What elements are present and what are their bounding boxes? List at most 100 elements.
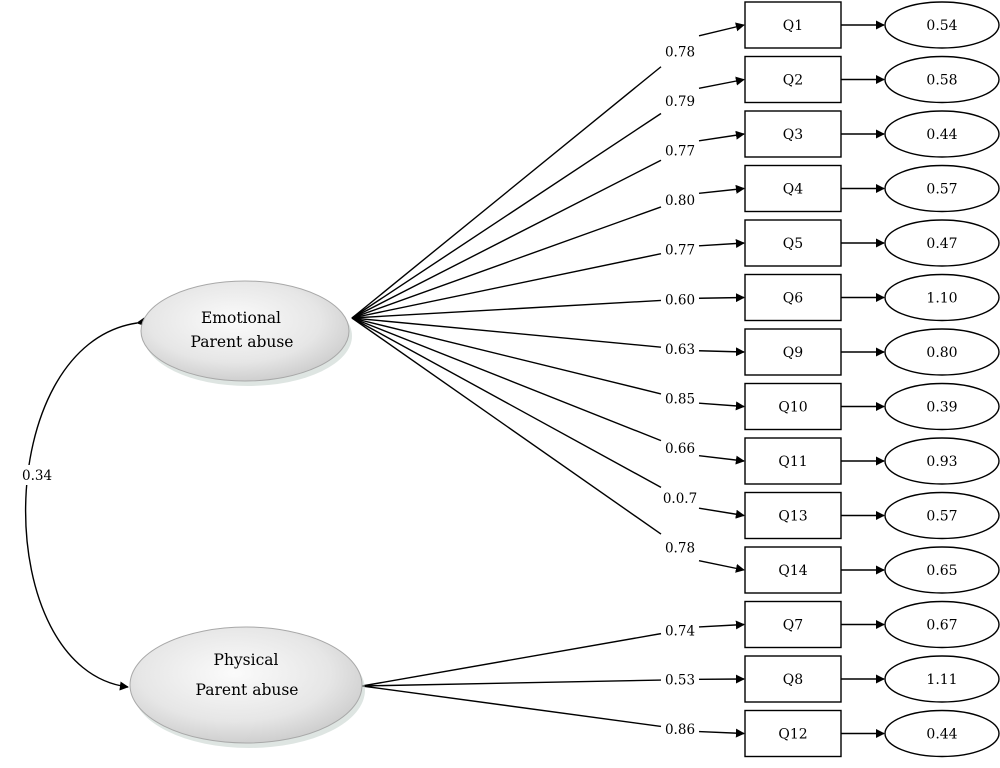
loading-arrow-q4 <box>698 184 745 194</box>
error-value-q6: 1.10 <box>926 291 957 307</box>
loading-label-q5: 0.77 <box>665 243 695 259</box>
error-value-q14: 0.65 <box>926 563 957 579</box>
error-ellipse-q13 <box>884 491 1000 540</box>
indicator-label-q11: Q11 <box>778 454 807 470</box>
error-value-q12: 0.44 <box>926 727 957 743</box>
loading-arrow-q2 <box>698 76 745 90</box>
indicator-label-q13: Q13 <box>778 509 807 525</box>
loading-label-q4: 0.80 <box>665 193 695 209</box>
indicator-label-q1: Q1 <box>783 18 803 34</box>
error-value-q5: 0.47 <box>926 236 957 252</box>
error-value-q4: 0.57 <box>926 182 957 198</box>
indicator-box-q10 <box>744 382 842 431</box>
latent-physical: Physical Parent abuse <box>129 626 365 748</box>
loading-label-q1: 0.78 <box>665 44 695 60</box>
loading-label-q7: 0.74 <box>665 623 695 639</box>
loading-label-q13: 0.0.7 <box>663 491 697 507</box>
loading-path-q10 <box>351 317 662 395</box>
loading-arrow-q6 <box>698 293 745 303</box>
error-ellipse-q3 <box>884 110 1000 158</box>
indicator-label-q8: Q8 <box>783 672 803 688</box>
loading-label-q12: 0.86 <box>665 722 695 738</box>
loading-path-q3 <box>351 159 662 319</box>
indicator-label-q14: Q14 <box>778 563 807 579</box>
error-ellipse-q10 <box>884 382 1000 431</box>
error-ellipse-q6 <box>884 273 1000 322</box>
error-ellipse-q7 <box>884 600 1000 649</box>
error-value-q13: 0.57 <box>926 509 957 525</box>
loading-arrow-q1 <box>698 22 745 37</box>
error-value-q2: 0.58 <box>926 73 957 89</box>
loading-arrow-q9 <box>698 347 745 357</box>
error-value-q10: 0.39 <box>926 400 957 416</box>
indicator-label-q5: Q5 <box>783 236 803 252</box>
indicator-box-q7 <box>744 600 842 649</box>
indicator-box-q4 <box>744 164 842 213</box>
loading-path-q13 <box>351 317 662 488</box>
loading-arrow-q12 <box>698 728 745 738</box>
error-value-q11: 0.93 <box>926 454 957 470</box>
latent-emotional-line2: Parent abuse <box>191 333 294 351</box>
latent-physical-line1: Physical <box>214 651 279 669</box>
indicator-box-q8 <box>744 655 842 703</box>
indicator-box-q13 <box>744 491 842 540</box>
loading-arrow-q3 <box>698 130 745 142</box>
indicator-label-q7: Q7 <box>783 618 803 634</box>
indicator-label-q9: Q9 <box>783 345 803 361</box>
loading-arrow-q11 <box>698 455 745 465</box>
loading-path-q4 <box>351 206 662 319</box>
error-ellipse-q5 <box>884 219 1000 267</box>
indicator-label-q6: Q6 <box>783 291 803 307</box>
indicator-label-q4: Q4 <box>783 182 803 198</box>
loading-path-q14 <box>351 317 662 535</box>
error-ellipse-q1 <box>884 1 1000 49</box>
loading-path-q8 <box>361 679 662 687</box>
indicator-box-q9 <box>744 328 842 376</box>
indicator-box-q11 <box>744 437 842 485</box>
error-ellipse-q11 <box>884 437 1000 485</box>
error-value-q1: 0.54 <box>926 18 957 34</box>
error-ellipse-q2 <box>884 55 1000 104</box>
loading-arrow-q7 <box>698 620 745 630</box>
error-ellipse-q8 <box>884 655 1000 703</box>
indicator-box-q12 <box>744 709 842 758</box>
indicator-box-q14 <box>744 546 842 594</box>
error-ellipse-q9 <box>884 328 1000 376</box>
latent-emotional: Emotional Parent abuse <box>140 280 352 386</box>
loading-path-q12 <box>361 685 662 728</box>
covariance-label: 0.34 <box>22 468 52 484</box>
error-value-q9: 0.80 <box>926 345 957 361</box>
loading-path-q1 <box>351 66 662 319</box>
loading-label-q9: 0.63 <box>665 342 695 358</box>
loading-arrow-q14 <box>698 559 745 573</box>
loading-label-q14: 0.78 <box>665 540 695 556</box>
indicator-box-q2 <box>744 55 842 104</box>
latent-physical-line2: Parent abuse <box>196 681 299 699</box>
latent-emotional-line1: Emotional <box>201 309 281 327</box>
loading-path-q11 <box>351 317 662 442</box>
indicator-label-q3: Q3 <box>783 127 803 143</box>
loading-label-q11: 0.66 <box>665 441 695 457</box>
loading-arrow-q13 <box>698 507 745 519</box>
error-ellipse-q4 <box>884 164 1000 213</box>
loading-label-q8: 0.53 <box>665 673 695 689</box>
loading-arrow-q5 <box>698 239 745 248</box>
loading-arrow-q10 <box>698 401 745 411</box>
indicator-box-q5 <box>744 219 842 267</box>
error-value-q8: 1.11 <box>926 672 957 688</box>
error-value-q3: 0.44 <box>926 127 957 143</box>
covariance-arrow <box>24 317 146 691</box>
loading-path-q5 <box>351 253 662 319</box>
loading-path-q7 <box>361 632 662 687</box>
loading-label-q10: 0.85 <box>665 392 695 408</box>
error-ellipse-q12 <box>884 709 1000 758</box>
indicator-box-q6 <box>744 273 842 322</box>
loading-label-q6: 0.60 <box>665 292 695 308</box>
indicator-label-q10: Q10 <box>778 400 807 416</box>
loading-label-q2: 0.79 <box>665 94 695 110</box>
loading-path-q9 <box>351 317 662 348</box>
indicator-box-q1 <box>744 1 842 49</box>
indicator-label-q2: Q2 <box>783 73 803 89</box>
loading-path-q6 <box>351 299 662 319</box>
loading-label-q3: 0.77 <box>665 144 695 160</box>
